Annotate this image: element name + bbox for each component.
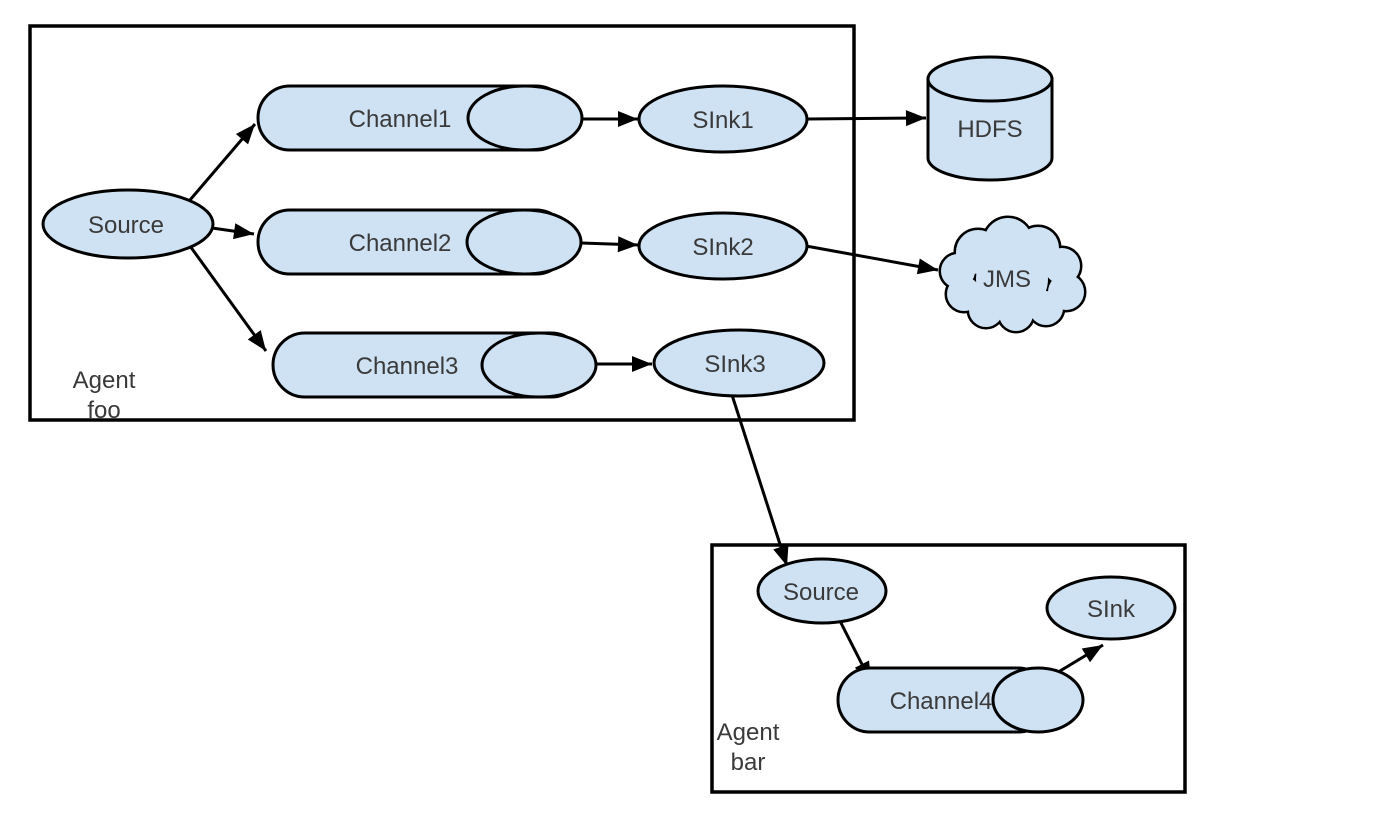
arrow-sink2-to-jms [805,244,939,275]
channel2-label: Channel2 [349,230,452,257]
agent-foo-caption: Agent foo [73,367,136,424]
sink3-node: SInk3 [652,328,826,398]
agent-foo-box [28,24,856,422]
jms-node: JMS [938,215,1087,334]
channel4-label: Channel4 [890,688,993,715]
arrow-source-to-channel2 [211,223,255,240]
arrow-source-to-channel1 [188,123,257,201]
channel3-label: Channel3 [356,353,459,380]
foo-source-node: Source [41,188,215,260]
foo-source-label: Source [88,212,164,239]
channel1-node: Channel1 [256,84,584,152]
channel3-node: Channel3 [271,331,598,399]
agent-bar-box [710,543,1187,794]
arrow-source-to-channel3 [188,245,268,352]
jms-label: JMS [983,266,1031,293]
agent-bar-caption-line1: Agent [717,719,780,746]
bar-sink-label: SInk [1087,596,1136,623]
jms-cloud-outline [938,215,1087,334]
sink1-label: SInk1 [692,107,753,134]
arrow-sink1-to-hdfs [806,110,927,127]
hdfs-label: HDFS [957,116,1022,143]
arrow-channel4-to-bar-sink [1059,643,1104,673]
sink1-node: SInk1 [637,84,809,154]
arrow-channel2-to-sink2 [580,236,639,253]
agent-bar-caption-line2: bar [731,749,766,776]
channel4-node: Channel4 [836,666,1085,734]
sink2-node: SInk2 [637,211,809,281]
bar-source-node: Source [756,557,888,625]
bar-sink-node: SInk [1045,575,1177,641]
arrow-sink3-to-bar-source [730,394,789,567]
agent-foo-caption-line2: foo [87,397,120,424]
agent-foo-caption-line1: Agent [73,367,136,394]
agent-bar-caption: Agent bar [717,719,780,776]
channel1-label: Channel1 [349,106,452,133]
hdfs-node: HDFS [926,55,1054,182]
channel2-node: Channel2 [256,208,583,276]
sink3-label: SInk3 [704,351,765,378]
sink2-label: SInk2 [692,234,753,261]
bar-source-label: Source [783,579,859,606]
